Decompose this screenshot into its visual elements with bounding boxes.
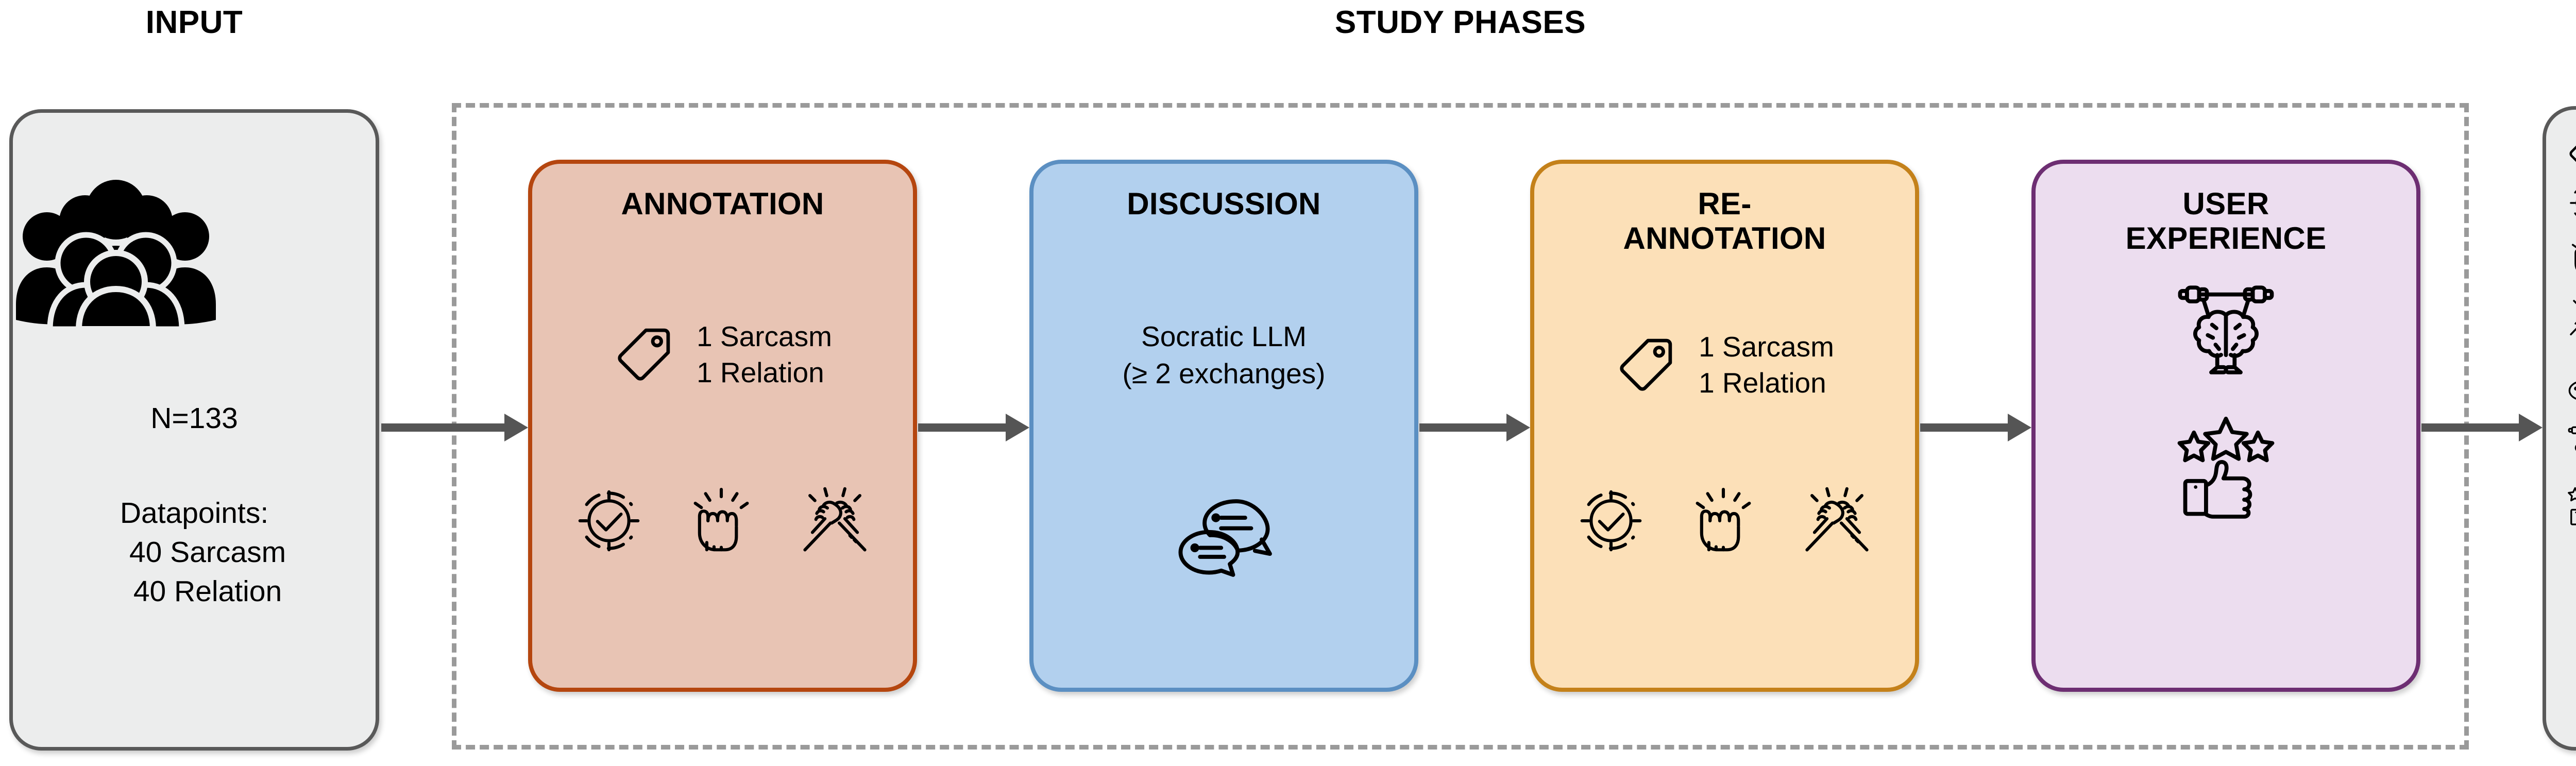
metric-row-task-feedback: Task Feedback bbox=[2565, 476, 2576, 530]
ux-icon-column bbox=[2036, 275, 2416, 521]
tag-icon bbox=[613, 324, 675, 385]
reannotation-metric-icons bbox=[1555, 481, 1894, 560]
annotation-metric-icons bbox=[553, 481, 892, 560]
phase-title-discussion: DISCUSSION bbox=[1127, 186, 1321, 221]
phase-title-reannotation: RE- ANNOTATION bbox=[1541, 186, 1908, 256]
metric-row-accuracy: Accuracy bbox=[2565, 178, 2576, 228]
speech-bubbles-icon bbox=[1170, 488, 1278, 586]
reannotation-task-text: 1 Sarcasm 1 Relation bbox=[1699, 329, 1834, 401]
page-title-input: INPUT bbox=[145, 5, 243, 40]
arm-wrestle-icon bbox=[795, 481, 875, 560]
input-card: N=133 Datapoints: 40 Sarcasm 40 Relation bbox=[9, 109, 379, 751]
raised-fist-icon bbox=[1685, 482, 1762, 559]
phase-card-reannotation[interactable]: RE- ANNOTATION 1 Sarcasm 1 Relation bbox=[1530, 160, 1919, 692]
discussion-subtitle-line-2: (≥ 2 exchanges) bbox=[1122, 357, 1326, 389]
annotation-task-line-2: 1 Relation bbox=[697, 356, 824, 389]
reannotation-task-line-2: 1 Relation bbox=[1699, 367, 1826, 399]
metric-row-engagement-quality: Engagement Quality bbox=[2565, 351, 2576, 416]
phase-title-reannotation-line-1: RE- bbox=[1698, 186, 1752, 221]
page-title-output: OUTPUT (METRICS) bbox=[2524, 4, 2576, 41]
metric-row-nasa-tlx: NASA-TLX bbox=[2565, 419, 2576, 473]
datapoints-item-sarcasm: 40 Sarcasm bbox=[129, 535, 286, 569]
metric-row-discussion-helpfulness: Discussion Helpfulness bbox=[2565, 284, 2576, 348]
phase-card-user-experience[interactable]: USER EXPERIENCE bbox=[2031, 160, 2420, 692]
participant-count: N=133 bbox=[150, 402, 238, 435]
tag-icon bbox=[1615, 334, 1677, 396]
phase-card-discussion[interactable]: DISCUSSION Socratic LLM (≥ 2 exchanges) bbox=[1029, 160, 1418, 692]
phase-title-user-experience: USER EXPERIENCE bbox=[2043, 186, 2409, 256]
brain-weightlifting-icon bbox=[2565, 419, 2576, 473]
reannotation-task-line-1: 1 Sarcasm bbox=[1699, 331, 1834, 363]
annotation-task-row: 1 Sarcasm 1 Relation bbox=[532, 318, 913, 391]
phase-title-annotation: ANNOTATION bbox=[621, 186, 824, 221]
raised-fist-icon bbox=[2565, 231, 2576, 281]
target-check-icon bbox=[1572, 482, 1650, 559]
discussion-icon-row bbox=[1054, 488, 1394, 586]
datapoints-item-relation: 40 Relation bbox=[133, 574, 282, 608]
reannotation-task-row: 1 Sarcasm 1 Relation bbox=[1534, 329, 1915, 401]
phase-title-ux-line-2: EXPERIENCE bbox=[2125, 221, 2327, 256]
arm-wrestle-icon bbox=[1797, 481, 1877, 560]
datapoints-block: Datapoints: 40 Sarcasm 40 Relation bbox=[13, 494, 376, 611]
annotation-task-line-1: 1 Sarcasm bbox=[697, 320, 832, 352]
tag-icon bbox=[2565, 127, 2576, 175]
target-check-icon bbox=[2565, 178, 2576, 228]
discussion-subtitle-line-1: Socratic LLM bbox=[1141, 320, 1307, 352]
discussion-subtitle: Socratic LLM (≥ 2 exchanges) bbox=[1039, 318, 1409, 392]
thumbs-up-stars-icon bbox=[2565, 476, 2576, 530]
metric-row-confidence: Confidence bbox=[2565, 231, 2576, 281]
metric-row-annotation: Annotation bbox=[2565, 127, 2576, 175]
page-title-study-phases: STUDY PHASES bbox=[1334, 5, 1586, 40]
raised-fist-icon bbox=[683, 482, 760, 559]
brain-weightlifting-icon bbox=[2171, 275, 2281, 385]
phase-title-ux-line-1: USER bbox=[2182, 186, 2269, 221]
target-check-icon bbox=[570, 482, 648, 559]
phase-card-annotation[interactable]: ANNOTATION 1 Sarcasm 1 Relation bbox=[528, 160, 917, 692]
speech-bubbles-icon bbox=[2565, 360, 2576, 407]
thumbs-up-stars-icon bbox=[2171, 410, 2281, 521]
output-metrics-card: Annotation Accuracy bbox=[2543, 106, 2576, 751]
phase-title-reannotation-line-2: ANNOTATION bbox=[1623, 221, 1826, 256]
people-group-icon bbox=[13, 175, 376, 329]
arm-wrestle-icon bbox=[2565, 291, 2576, 342]
annotation-task-text: 1 Sarcasm 1 Relation bbox=[697, 318, 832, 391]
datapoints-label: Datapoints: bbox=[120, 497, 269, 530]
